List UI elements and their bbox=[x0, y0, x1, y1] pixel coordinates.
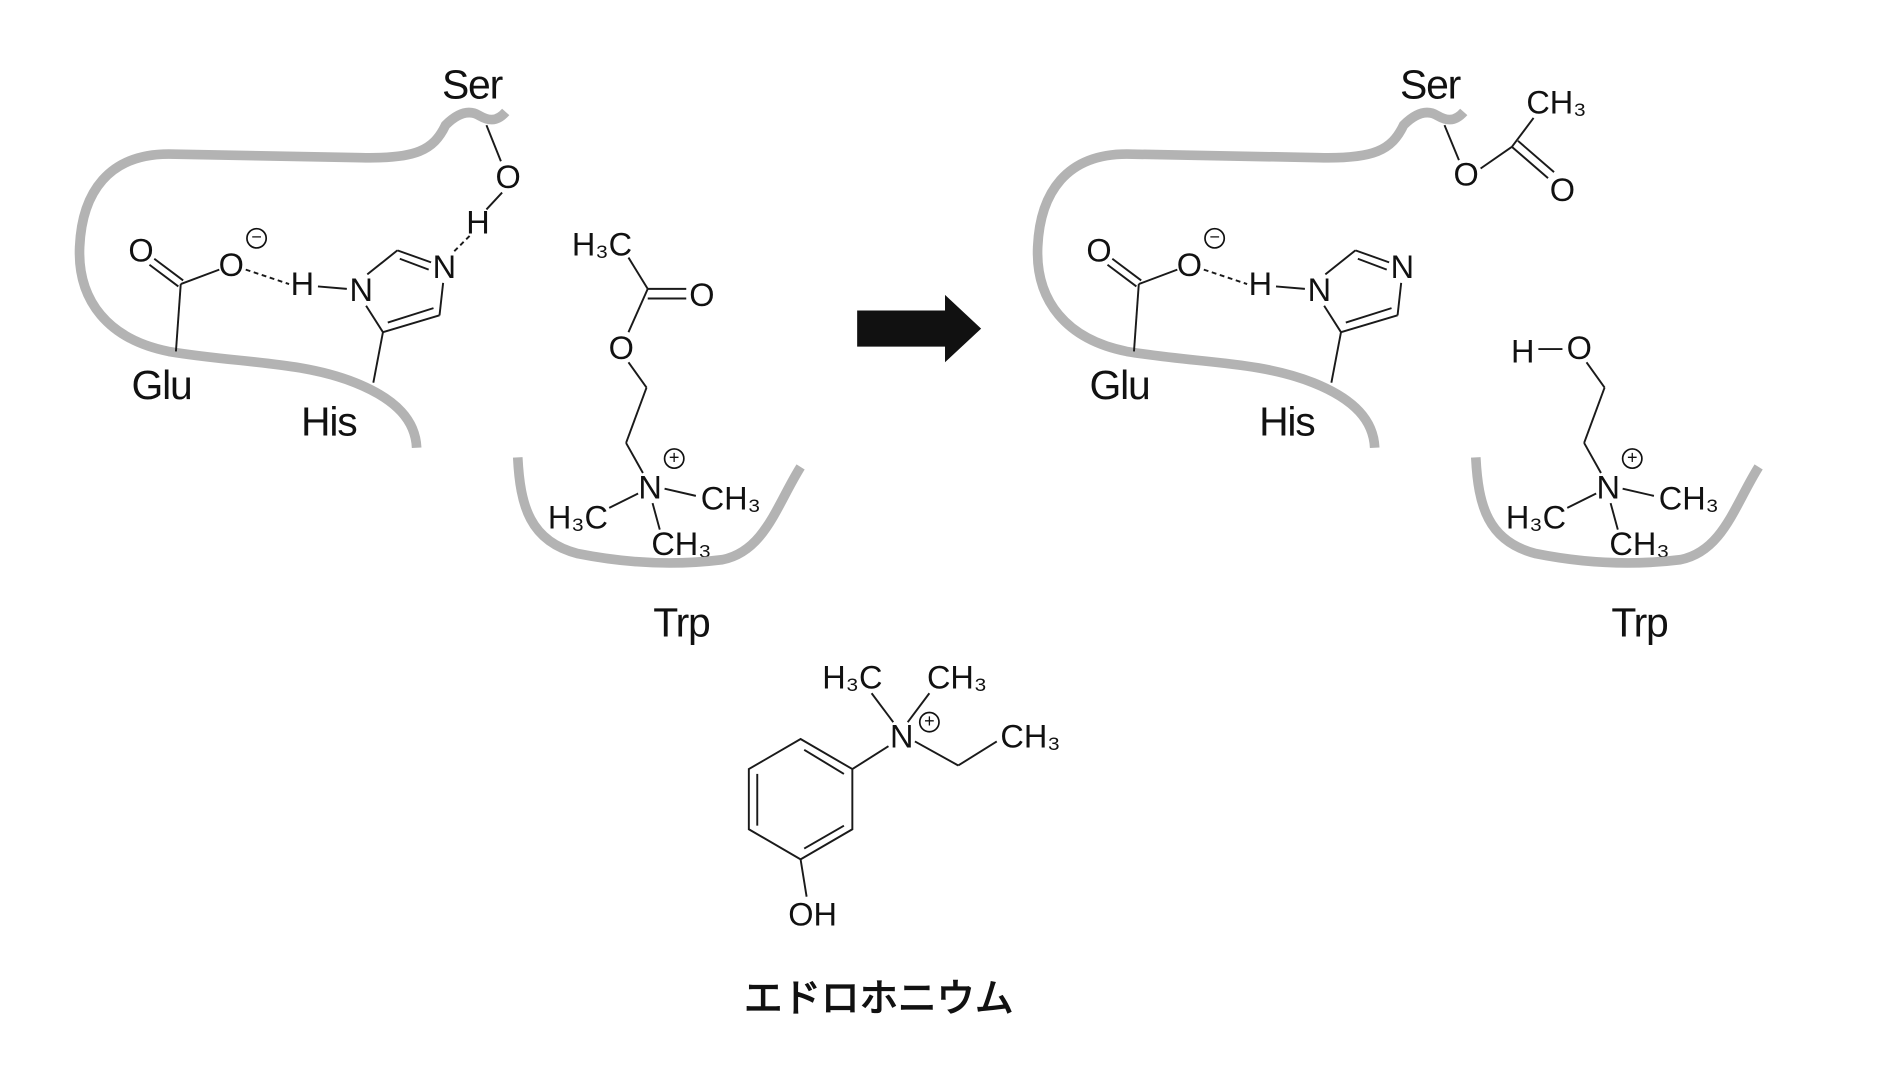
edro-nitrogen: N bbox=[890, 719, 913, 755]
acyl-methyl: CH₃ bbox=[1526, 84, 1586, 120]
minus-charge: − bbox=[1209, 227, 1220, 247]
ser-oxygen: O bbox=[495, 159, 520, 195]
trp-pocket-right bbox=[1470, 457, 1763, 568]
glu-oxygen-anion: O bbox=[1177, 247, 1202, 283]
choline-nitrogen: N bbox=[1596, 469, 1619, 505]
his-n3: N bbox=[1391, 249, 1414, 285]
his-label: His bbox=[1259, 398, 1314, 444]
trp-label: Trp bbox=[653, 599, 710, 645]
trp-pocket-left bbox=[512, 457, 805, 568]
choline-oxygen: O bbox=[1567, 330, 1592, 366]
acyl-carbonyl-oxygen: O bbox=[1550, 172, 1575, 208]
choline-methyl-left: H₃C bbox=[1506, 500, 1566, 536]
ach-methyl: H₃C bbox=[572, 226, 632, 262]
his-n3: N bbox=[433, 249, 456, 285]
trp-label: Trp bbox=[1611, 599, 1668, 645]
edro-methyl-left: H₃C bbox=[822, 660, 882, 696]
compound-name: エドロホニウム bbox=[744, 976, 1014, 1021]
choline-methyl-bottom: CH₃ bbox=[1609, 526, 1669, 562]
acyl-ser-oxygen: O bbox=[1454, 157, 1479, 193]
choline-methyl-right: CH₃ bbox=[1659, 480, 1719, 516]
his-hydrogen: H bbox=[1249, 266, 1272, 302]
his-n1: N bbox=[350, 272, 373, 308]
ach-nitrogen: N bbox=[638, 469, 661, 505]
his-n1: N bbox=[1308, 272, 1331, 308]
edro-methyl-right: CH₃ bbox=[927, 660, 987, 696]
glu-label: Glu bbox=[131, 362, 191, 408]
ach-ester-oxygen: O bbox=[609, 330, 634, 366]
glu-oxygen-anion: O bbox=[219, 247, 244, 283]
edrophonium-structure: N + H₃C CH₃ CH₃ OH エドロホニウム bbox=[744, 660, 1060, 1022]
minus-charge: − bbox=[251, 227, 262, 247]
ser-label: Ser bbox=[1400, 61, 1461, 107]
glu-oxygen-double: O bbox=[128, 232, 153, 268]
plus-charge: + bbox=[669, 447, 680, 467]
choline-hydrogen: H bbox=[1511, 333, 1534, 369]
ach-carbonyl-oxygen: O bbox=[689, 277, 714, 313]
reaction-arrow-icon bbox=[857, 294, 982, 363]
left-panel: Ser Glu His O H O O − H N N H₃C O O N + … bbox=[74, 61, 805, 645]
enzyme-pocket-right bbox=[1032, 107, 1468, 449]
his-hydrogen: H bbox=[291, 266, 314, 302]
his-label: His bbox=[301, 398, 356, 444]
plus-charge: + bbox=[1627, 447, 1638, 467]
enzyme-pocket-left bbox=[74, 107, 510, 449]
ach-methyl-left: H₃C bbox=[548, 500, 608, 536]
ach-methyl-bottom: CH₃ bbox=[651, 526, 711, 562]
ach-methyl-right: CH₃ bbox=[701, 480, 761, 516]
glu-label: Glu bbox=[1090, 362, 1150, 408]
edro-hydroxyl: OH bbox=[788, 897, 837, 933]
ser-label: Ser bbox=[442, 61, 503, 107]
plus-charge: + bbox=[924, 711, 935, 731]
edro-ethyl-methyl: CH₃ bbox=[1000, 719, 1060, 755]
ser-hydrogen: H bbox=[466, 205, 489, 241]
glu-oxygen-double: O bbox=[1086, 232, 1111, 268]
right-panel: Ser Glu His O CH₃ O O O − H N N H O N + … bbox=[1032, 61, 1763, 645]
